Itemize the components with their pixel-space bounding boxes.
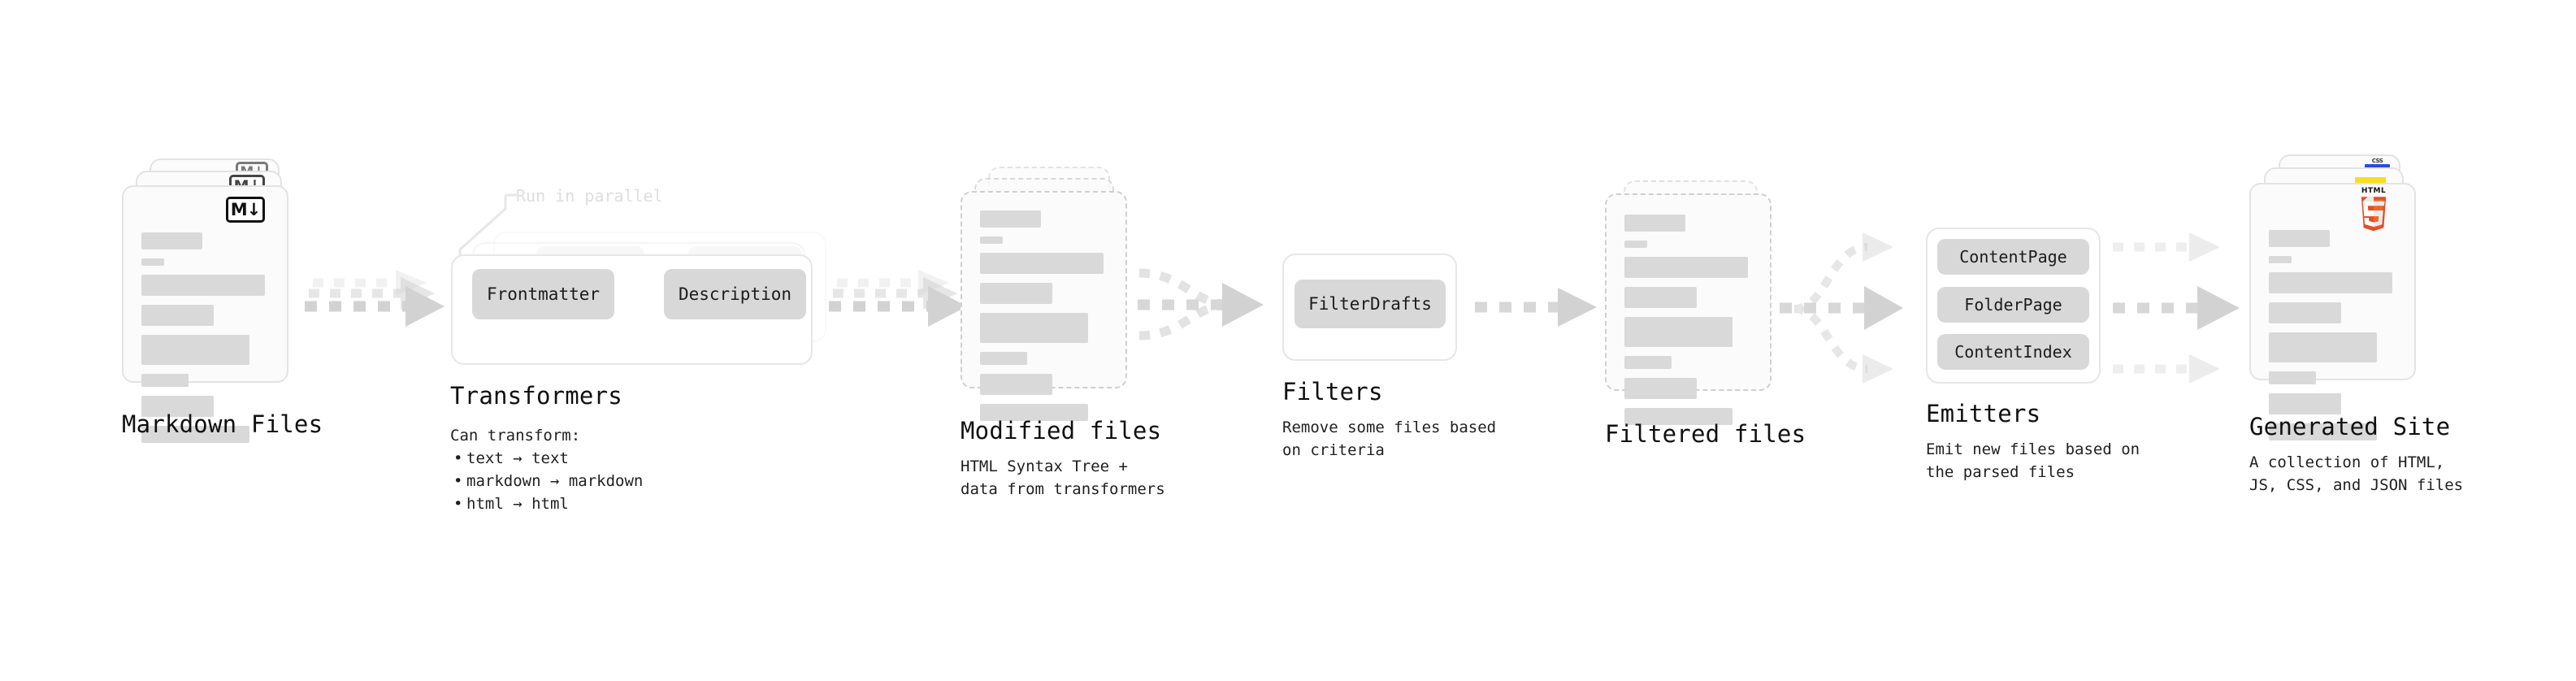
stage-title-modified-files: Modified files (961, 417, 1162, 445)
stage-title-markdown-files: Markdown Files (122, 410, 323, 438)
stage-title-emitters: Emitters (1926, 400, 2041, 427)
html5-badge: HTML (2357, 187, 2391, 232)
list-item: text → text (450, 447, 643, 470)
connector-modified-to-filters (1138, 258, 1288, 363)
document-content-bars (141, 232, 269, 452)
css-badge-label: CSS (2371, 158, 2383, 164)
stage-subtitle-transformers: Can transform: (450, 427, 581, 445)
sheet-front (961, 191, 1127, 421)
transformer-capability-list: text → text markdown → markdown html → h… (450, 447, 643, 515)
sheet-front (1605, 193, 1772, 425)
chip-contentindex[interactable]: ContentIndex (1937, 334, 2089, 370)
run-in-parallel-label: Run in parallel (516, 186, 663, 206)
document-content-bars (1624, 215, 1752, 434)
stage-title-generated-site: Generated Site (2249, 413, 2451, 440)
markdown-badge: M↓ (226, 197, 265, 223)
list-item: markdown → markdown (450, 470, 643, 492)
chip-frontmatter[interactable]: Frontmatter (472, 269, 614, 319)
stage-title-filtered-files: Filtered files (1605, 420, 1806, 448)
stage-filtered-files: Filtered files (1605, 180, 1806, 448)
stage-modified-files: Modified files HTML Syntax Tree + data f… (961, 167, 1165, 498)
css-badge: CSS (2365, 158, 2390, 168)
stage-markdown-files: M↓ M↓ M↓ Markdown Files (122, 158, 323, 443)
markdown-file-stack: M↓ M↓ M↓ (122, 158, 309, 443)
list-item: html → html (450, 492, 643, 515)
html5-badge-label: HTML (2361, 187, 2387, 195)
document-content-bars (980, 210, 1108, 430)
generated-site-stack: CSS HTML (2249, 154, 2444, 440)
connector-markdown-to-transformers (305, 268, 455, 345)
stage-subtitle-modified-files: HTML Syntax Tree + data from transformer… (961, 458, 1165, 498)
chip-filterdrafts[interactable]: FilterDrafts (1295, 280, 1446, 328)
connector-filtered-to-emitters (1780, 229, 1922, 395)
stage-title-transformers: Transformers (450, 382, 622, 410)
document-content-bars (2269, 230, 2396, 449)
connector-transformers-to-modified (829, 268, 975, 345)
stage-subtitle-generated-site: A collection of HTML, JS, CSS, and JSON … (2249, 453, 2464, 494)
connector-emitters-to-site (2113, 229, 2271, 395)
chip-contentpage[interactable]: ContentPage (1937, 239, 2089, 275)
stage-title-filters: Filters (1282, 378, 1383, 406)
modified-file-stack (961, 167, 1147, 421)
stage-subtitle-emitters: Emit new files based on the parsed files (1926, 440, 2140, 481)
chip-folderpage[interactable]: FolderPage (1937, 287, 2089, 323)
filtered-file-stack (1605, 180, 1792, 425)
stage-subtitle-filters: Remove some files based on criteria (1282, 419, 1497, 459)
chip-description[interactable]: Description (664, 269, 806, 319)
stage-generated-site: CSS HTML (2249, 154, 2463, 494)
sheet-front: M↓ (122, 185, 288, 443)
sheet-front: HTML (2249, 183, 2416, 440)
connector-filters-to-filtered (1475, 286, 1605, 338)
